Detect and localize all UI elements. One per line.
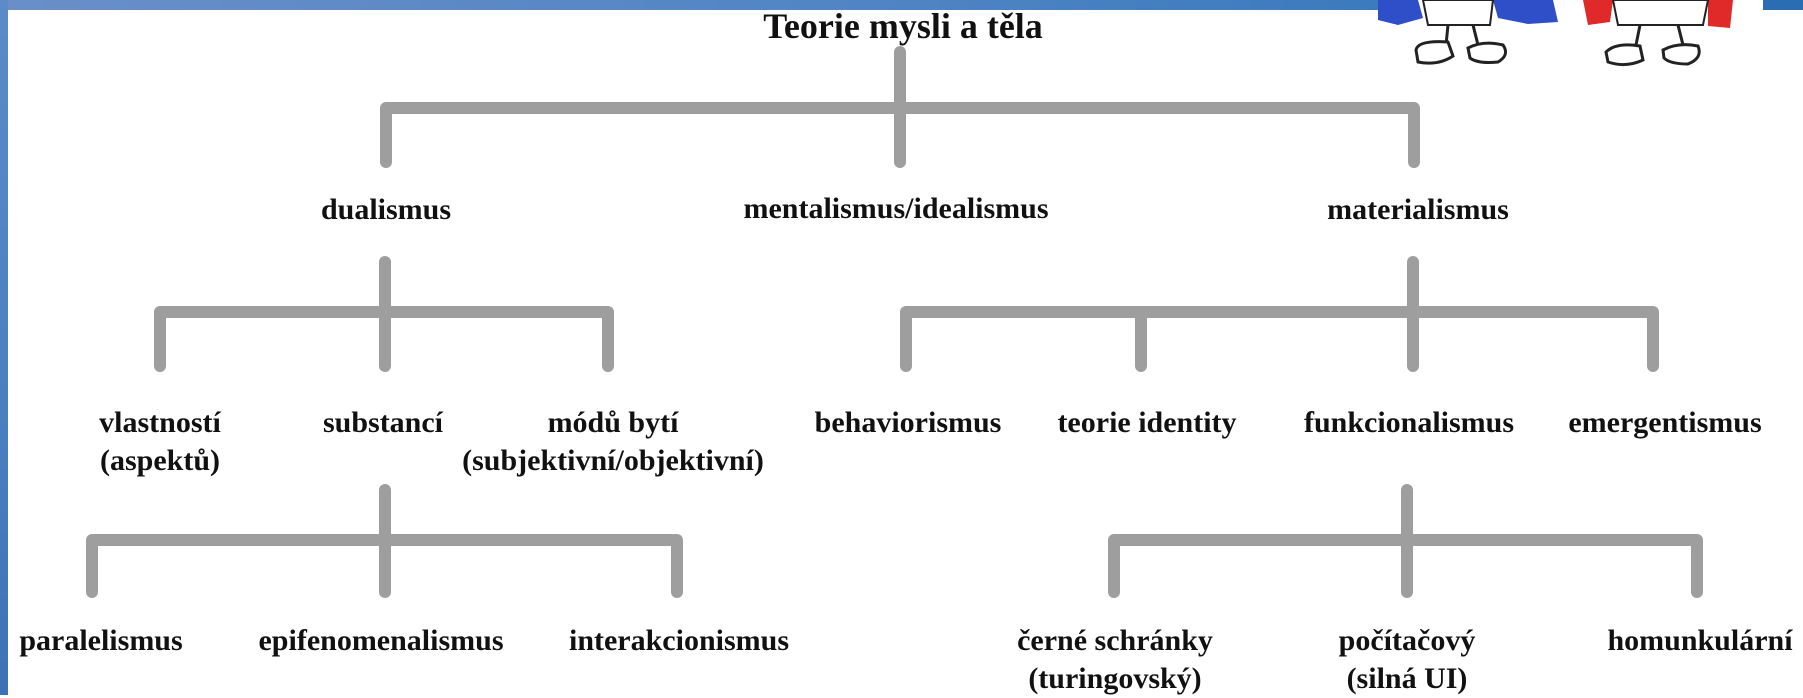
- node-computer-line1: počítačový: [1338, 624, 1476, 657]
- node-properties: vlastností (aspektů): [99, 404, 221, 480]
- blue-cape-right: [1493, 0, 1558, 24]
- red-hero-body: [1611, 0, 1710, 26]
- node-properties-line2: (aspektů): [99, 444, 220, 477]
- blue-hero-left-shoe: [1414, 40, 1455, 65]
- node-epiphenomenalism: epifenomenalismus: [258, 624, 504, 657]
- corner-band: [1762, 0, 1803, 10]
- node-interactionism: interakcionismus: [568, 624, 790, 657]
- red-cape-right: [1708, 0, 1733, 28]
- red-cape-left: [1583, 0, 1613, 25]
- node-mentalism: mentalismus/idealismus: [743, 192, 1049, 225]
- node-black-box: černé schránky (turingovský): [1017, 622, 1213, 698]
- left-band: [0, 0, 8, 695]
- superhero-mascots-image: [1378, 0, 1763, 80]
- dualism-connector: [154, 256, 614, 372]
- node-properties-line1: vlastností: [99, 406, 221, 439]
- substances-connector: [86, 484, 683, 598]
- node-substances: substancí: [322, 406, 444, 439]
- node-modes-line2: (subjektivní/objektivní): [462, 444, 764, 477]
- node-computer-line2: (silná UI): [1346, 662, 1468, 695]
- red-hero-right-shoe: [1661, 43, 1701, 66]
- blue-hero-right-shoe: [1466, 41, 1508, 64]
- blue-hero-body: [1421, 0, 1495, 26]
- node-modes-line1: módů bytí: [547, 406, 679, 439]
- node-parallelism: paralelismus: [19, 624, 183, 657]
- diagram-title: Teorie mysli a těla: [763, 6, 1043, 46]
- top-band: [0, 0, 1803, 10]
- node-computer: počítačový (silná UI): [1339, 622, 1476, 698]
- node-black-box-line2: (turingovský): [1028, 662, 1202, 695]
- node-identity-theory: teorie identity: [1057, 406, 1237, 439]
- node-black-box-line1: černé schránky: [1017, 624, 1213, 657]
- root-connector: [380, 46, 1420, 168]
- node-emergentism: emergentismus: [1568, 406, 1762, 439]
- node-materialism: materialismus: [1327, 193, 1509, 226]
- node-homuncular: homunkulární: [1607, 624, 1793, 657]
- node-dualism: dualismus: [320, 193, 452, 226]
- functionalism-connector: [1108, 484, 1703, 598]
- node-functionalism: funkcionalismus: [1303, 406, 1515, 439]
- materialism-connector: [900, 256, 1659, 372]
- node-modes: módů bytí (subjektivní/objektivní): [462, 404, 764, 480]
- red-hero-left-shoe: [1604, 43, 1645, 67]
- node-behaviorism: behaviorismus: [814, 406, 1002, 439]
- blue-cape-left: [1378, 0, 1423, 25]
